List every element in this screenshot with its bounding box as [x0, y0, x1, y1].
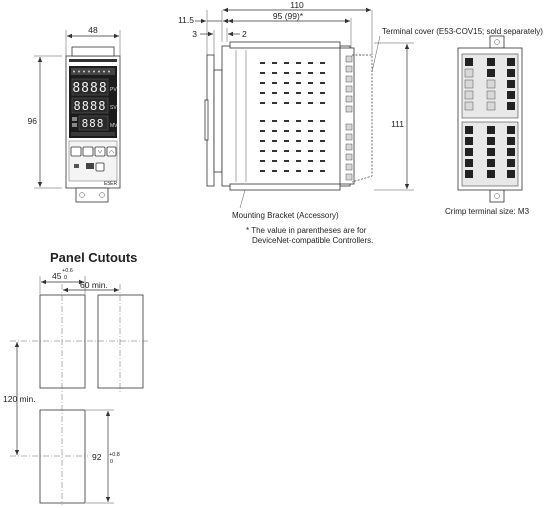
front-top-clip	[71, 46, 115, 57]
mv-display: 888 MV	[72, 115, 118, 131]
svg-text:8888: 8888	[74, 99, 107, 113]
up-key	[106, 146, 117, 157]
front-model-label: E5ER	[104, 181, 117, 187]
rear-bottom-clip	[489, 189, 505, 203]
cutout-top-right	[97, 294, 144, 389]
rear-top-clip	[489, 35, 505, 49]
sv-label: SV	[110, 105, 117, 111]
side-bezel-collar	[213, 69, 223, 173]
mv-label: MV	[110, 123, 118, 129]
footnote-line-1: * The value in parentheses are for	[246, 226, 367, 235]
front-height-dimension: 96	[28, 116, 38, 126]
side-view: 110 11.5 95 (99)* 3 2	[178, 0, 543, 245]
crimp-note: Crimp terminal size: M3	[445, 207, 530, 216]
front-mounting-clip	[75, 187, 109, 203]
cutout-top-left	[39, 294, 86, 389]
front-depth-dimension: 11.5	[178, 15, 194, 25]
cutout-height-dimension: 92	[92, 452, 102, 462]
sv-display: 8888 SV	[71, 97, 117, 114]
front-top-band	[69, 59, 117, 62]
footnote-line-2: DeviceNet-compatible Controllers.	[252, 236, 373, 245]
side-terminal-screws	[345, 55, 353, 181]
bracket-leader	[239, 189, 246, 209]
cutout-width-dimension: 45	[52, 271, 62, 281]
terminal-cover-leader	[371, 35, 381, 73]
body-depth-dimension: 95 (99)*	[273, 11, 304, 21]
terminal-cover-note: Terminal cover (E53-COV15; sold separate…	[382, 27, 543, 36]
rear-lower-screws	[465, 126, 515, 178]
cutout-height-tol-lower: 0	[110, 459, 113, 465]
rear-upper-screws	[464, 58, 515, 111]
cutout-width-tol-upper: +0.6	[62, 268, 73, 274]
side-front-lip	[204, 99, 209, 141]
rear-view: Crimp terminal size: M3	[445, 35, 530, 216]
panel-cutouts-title: Panel Cutouts	[50, 250, 137, 265]
bezel-gap-dimension: 2	[242, 29, 247, 39]
front-width-dimension: 48	[88, 25, 98, 35]
terminal-cover-outline	[351, 54, 373, 183]
level-key	[82, 146, 94, 157]
horizontal-spacing-dimension: 60 min.	[80, 280, 108, 290]
panel-cutouts: Panel Cutouts 45 +0.6 0 60 min. 120 min.…	[3, 250, 150, 505]
bezel-thickness-dimension: 3	[192, 29, 197, 39]
mode-key	[70, 146, 82, 157]
side-top-rail	[229, 41, 341, 49]
cutout-height-tol-upper: +0.8	[109, 452, 120, 458]
side-bottom-rail	[229, 183, 341, 191]
cutout-width-tol-lower: 0	[64, 275, 67, 281]
bracket-note: Mounting Bracket (Accessory)	[232, 211, 339, 220]
cutout-bottom-left	[39, 409, 86, 504]
front-view: 48 96 8888 PV 8888 SV	[28, 25, 121, 203]
svg-text:888: 888	[82, 117, 105, 130]
down-key	[94, 146, 106, 157]
side-depth-dimension: 110	[290, 0, 304, 10]
side-height-dimension: 111	[391, 119, 404, 129]
side-vent-slots	[260, 62, 325, 172]
pf-key	[95, 162, 105, 172]
svg-text:8888: 8888	[72, 81, 107, 96]
pv-display: 8888 PV	[71, 78, 117, 96]
vertical-spacing-dimension: 120 min.	[3, 394, 36, 404]
pv-label: PV	[110, 87, 117, 93]
side-body	[221, 45, 351, 187]
front-port-cover	[86, 163, 94, 169]
